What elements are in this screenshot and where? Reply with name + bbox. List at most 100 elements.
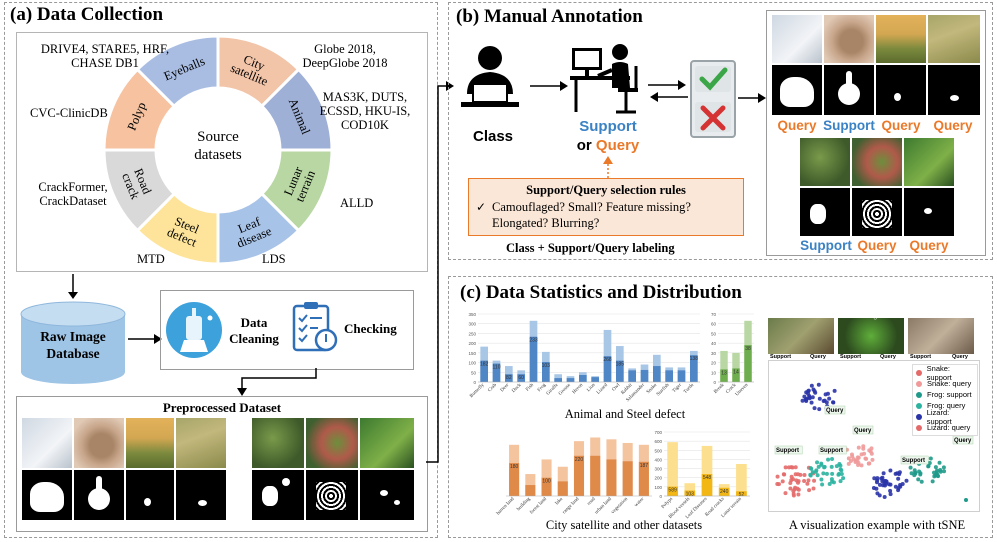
thumb-leaf-1 <box>252 418 304 468</box>
category-label: Polyps <box>661 497 674 510</box>
bar-sub <box>616 360 624 382</box>
res-mask-7 <box>904 188 954 236</box>
data-label: 14 <box>733 369 739 375</box>
tsne-header-snake: Snake <box>793 314 809 320</box>
tsne-point <box>837 461 842 466</box>
data-label: 220 <box>575 457 584 463</box>
category-label: road <box>587 497 597 507</box>
tsne-point <box>856 463 861 468</box>
checklist-icon <box>290 300 340 356</box>
mask-field-bird <box>126 470 174 520</box>
panel-manual-annotation <box>448 2 993 260</box>
bar-total <box>667 442 678 496</box>
data-label: 13 <box>721 370 727 376</box>
y-tick-label: 700 <box>654 430 662 435</box>
bar-sub <box>554 378 562 382</box>
tsne-point <box>820 482 825 487</box>
source-city: Globe 2018, DeepGlobe 2018 <box>302 42 388 70</box>
tsne-point <box>816 382 821 387</box>
y-tick-label: 50 <box>711 331 717 336</box>
tsne-point <box>806 388 811 393</box>
tsne-tag-box <box>952 435 974 445</box>
bar-sub <box>606 459 617 496</box>
thumb-field-bird <box>126 418 174 468</box>
person-laptop-icon <box>461 46 519 107</box>
tsne-legend-item: Lizard: support <box>916 408 974 426</box>
tsne-point <box>817 407 822 412</box>
tsne-header-frog: Frog <box>865 314 877 320</box>
support-label: Support <box>579 118 637 135</box>
y-tick-label: 200 <box>654 476 662 481</box>
tsne-tag: Query <box>826 408 844 414</box>
tsne-thumb-label-2: Query <box>810 354 826 360</box>
bar-sub <box>603 356 612 382</box>
data-label: 233 <box>529 338 538 344</box>
tsne-point <box>800 398 805 403</box>
mask-grass-bird <box>176 470 226 520</box>
tsne-header-lizard: Lizard <box>933 314 949 320</box>
bar-sub <box>701 474 713 496</box>
tsne-point <box>896 476 901 481</box>
tsne-point <box>783 491 788 496</box>
tsne-point <box>837 471 842 476</box>
tsne-point <box>849 452 854 457</box>
tsne-point <box>964 498 968 502</box>
y-tick-label: 400 <box>654 457 662 462</box>
category-label: Grouse <box>558 382 572 396</box>
data-label: 268 <box>603 357 612 363</box>
category-label: urban land <box>594 497 613 516</box>
y-tick-label: 300 <box>654 467 662 472</box>
category-label: vegetation <box>611 497 630 516</box>
bar-sub <box>653 366 661 382</box>
data-label: 52 <box>739 492 745 498</box>
bar-sub <box>665 370 673 382</box>
bar-sub <box>640 369 649 382</box>
thumb-leaf-3 <box>360 418 414 468</box>
category-label: Turtle <box>683 382 696 395</box>
tsne-point <box>829 464 834 469</box>
data-label: 185 <box>616 362 625 368</box>
category-label: Frog <box>537 383 548 394</box>
bar-sub <box>638 461 649 496</box>
tsne-point <box>815 460 820 465</box>
bar-sub <box>718 487 730 496</box>
bar-sub <box>517 374 525 382</box>
tsne-point <box>824 471 829 476</box>
tsne-point <box>807 488 812 493</box>
tsne-thumb-label-5: Support <box>910 354 932 360</box>
to-results-arrow <box>738 93 766 103</box>
bar-sub <box>622 461 633 496</box>
source-box <box>16 32 428 272</box>
cleaning-icon <box>166 302 222 358</box>
tsne-point <box>775 474 780 479</box>
tsne-point <box>938 469 943 474</box>
tsne-tag: Support <box>820 448 843 454</box>
legend-label: Lizard: support <box>926 407 952 426</box>
tsne-tag-box <box>774 445 803 455</box>
bar-sub <box>505 374 513 382</box>
processing-box <box>160 290 414 370</box>
bar-total <box>736 464 747 496</box>
res-mask-5 <box>800 188 850 236</box>
class-label: Class <box>473 128 514 145</box>
tsne-point <box>809 383 814 388</box>
category-label: lake <box>555 496 565 506</box>
data-label: 60 <box>518 375 524 381</box>
tsne-point <box>916 477 921 482</box>
tsne-point <box>791 493 796 498</box>
double-arrow <box>648 80 688 102</box>
tsne-point <box>904 478 909 483</box>
bar-total <box>603 329 612 382</box>
tsne-thumb-label-6: Query <box>952 354 968 360</box>
mask-rabbit-white <box>22 470 72 520</box>
tsne-point <box>808 466 813 471</box>
data-label: 180 <box>510 464 519 470</box>
category-label: building <box>516 497 532 513</box>
tsne-point <box>838 467 843 472</box>
results-box <box>766 10 986 256</box>
tsne-tag: Support <box>776 448 799 454</box>
bar-sub <box>736 491 747 496</box>
tsne-point <box>941 465 946 470</box>
